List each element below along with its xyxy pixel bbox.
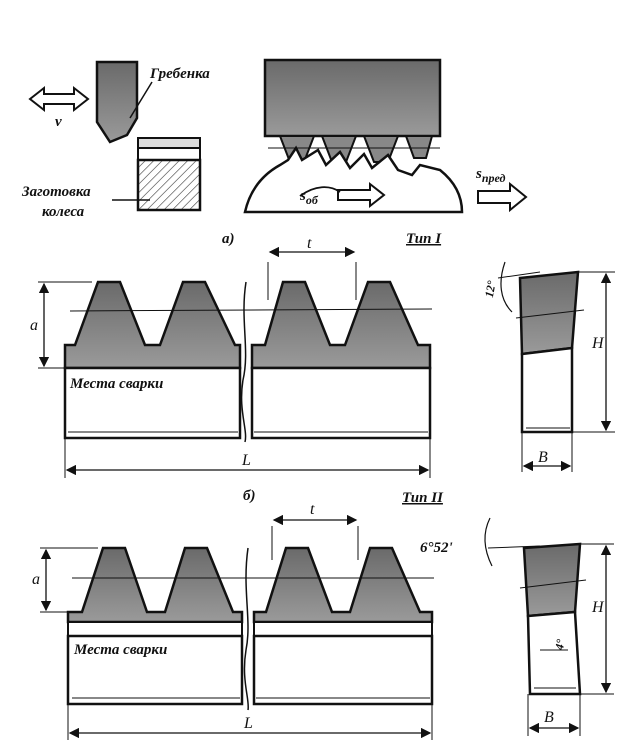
type2-break-line — [243, 547, 250, 711]
width-B1-label: B — [538, 449, 548, 466]
velocity-double-arrow — [28, 85, 90, 113]
angle-12-label: 12° — [482, 279, 499, 298]
type2-comb: t Места сварки a L — [32, 501, 434, 740]
comb-leader — [129, 81, 153, 119]
wheel-blank-side — [136, 137, 202, 212]
type2-teeth-left — [66, 546, 244, 624]
pitch-t1-label: t — [307, 235, 312, 252]
type1-side-section: 12° H B — [482, 261, 615, 472]
type2-holder-left — [66, 634, 244, 706]
longitudinal-feed-arrow — [477, 181, 528, 213]
figure-b-caption: б) — [243, 488, 255, 504]
velocity-label: v — [55, 114, 62, 130]
feed-long-label: sпред — [475, 166, 506, 185]
type1-break-line — [240, 281, 247, 443]
wheel-front-outline — [243, 145, 464, 214]
height-H1-label: H — [591, 335, 605, 352]
feed-roll-label: sоб — [299, 188, 319, 207]
pitch-t2-label: t — [310, 501, 315, 518]
figure-a-caption: а) — [222, 231, 235, 247]
height-H2-label: H — [591, 599, 605, 616]
comb-label: Гребенка — [149, 66, 210, 82]
type1-holder-right — [250, 366, 432, 440]
angle-6-52-label: 6°52' — [420, 540, 453, 556]
comb-cutter-front — [263, 58, 442, 138]
length-L1-label: L — [241, 452, 251, 469]
height-a1-label: a — [30, 317, 38, 334]
type2-teeth-right — [252, 546, 434, 624]
figure-a-side-view: v Гребенка Заготовка колеса — [21, 60, 210, 220]
type1-label: Тип I — [406, 231, 442, 247]
blank-label-line1: Заготовка — [21, 184, 91, 200]
type1-comb: t Места сварки a L — [30, 235, 433, 478]
type2-holder-right — [252, 634, 434, 706]
type1-teeth-right — [250, 280, 432, 370]
rotation-curve — [299, 186, 341, 197]
angle-4-label: 4° — [552, 638, 568, 652]
height-a2-label: a — [32, 571, 40, 588]
type1-teeth-left — [63, 280, 242, 370]
width-B2-label: B — [544, 709, 554, 726]
type2-label: Тип II — [402, 490, 444, 506]
type2-weld-label: Места сварки — [73, 642, 167, 658]
rotation-feed-arrow — [337, 181, 386, 209]
length-L2-label: L — [243, 715, 253, 732]
type2-side-section: 6°52' 4° H B — [420, 517, 614, 736]
type1-pitch-line — [69, 308, 433, 312]
type1-weld-label: Места сварки — [69, 376, 163, 392]
comb-cutter-side — [95, 60, 139, 144]
blank-label-line2: колеса — [42, 204, 85, 220]
figure-a-front-view: sоб sпред — [243, 58, 528, 214]
type1-holder-left — [63, 366, 242, 440]
